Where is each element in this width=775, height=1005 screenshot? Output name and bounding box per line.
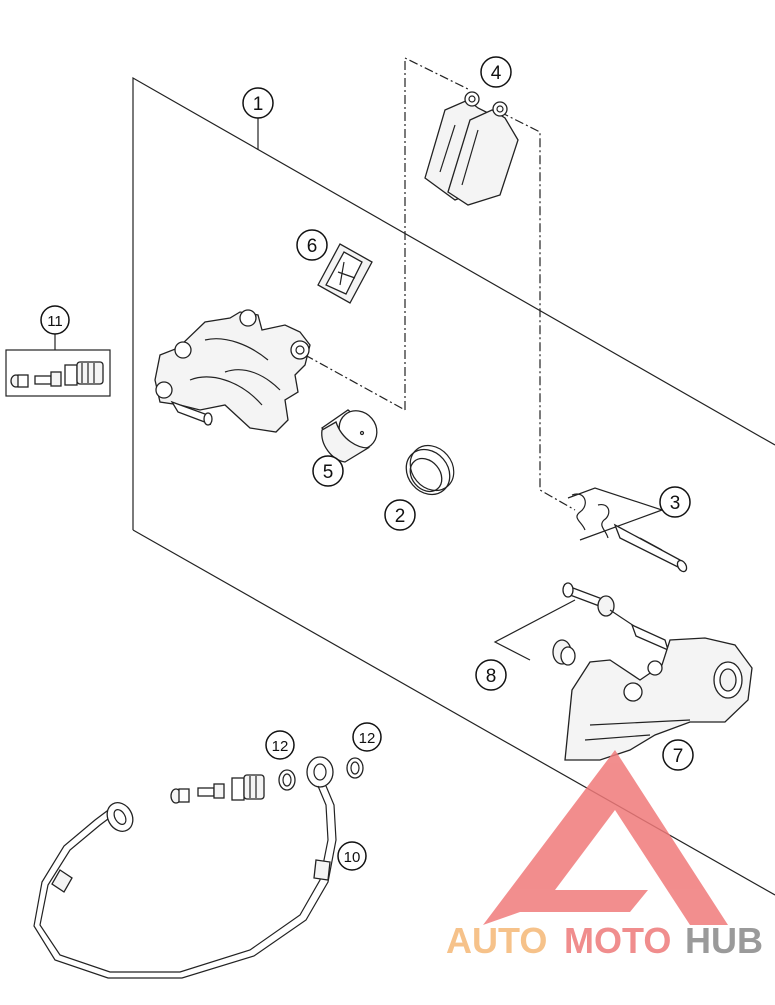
callout-7-label: 7 [673,746,684,767]
piston-seal-part [405,444,455,496]
watermark-text: AUTO MOTO HUB [446,920,763,961]
callout-12-left: 12 [265,730,295,760]
callout-3: 3 [659,486,691,518]
callout-11-label: 11 [47,313,63,330]
callout-8-label: 8 [486,666,497,687]
watermark-word-moto: MOTO [564,920,671,961]
watermark-word-auto: AUTO [446,920,547,961]
pad-spring-part [317,243,373,304]
callout-5: 5 [312,455,344,487]
caliper-assembly-frame [132,76,775,896]
callout-1-label: 1 [253,94,264,115]
pad-pin-and-clips-part [567,487,688,573]
callout-2: 2 [384,499,416,531]
callout-1: 1 [242,87,274,119]
brake-pad-assembly-lines [304,57,576,511]
callout-8: 8 [475,659,507,691]
brake-pads-part [424,91,519,206]
callout-6-label: 6 [307,236,318,257]
callout-5-label: 5 [323,462,334,483]
watermark-word-hub: HUB [685,920,763,961]
callout-12-right: 12 [352,722,382,752]
watermark-logo [483,750,728,925]
sliding-pin-set-part [493,582,670,666]
bleed-screw-kit-part [5,333,111,397]
callout-10-label: 10 [344,849,361,866]
brake-hose-part [33,756,337,979]
callout-7: 7 [662,739,694,771]
watermark-triangle-inner-icon [585,845,640,885]
callout-11: 11 [40,305,70,335]
caliper-bracket-part [564,637,753,761]
callout-12-right-label: 12 [359,730,376,747]
callout-3-label: 3 [670,493,681,514]
brake-caliper-body [154,309,311,433]
callout-2-label: 2 [395,506,406,527]
callout-10: 10 [337,841,367,871]
callout-4-label: 4 [491,63,502,84]
piston-part [321,409,378,463]
banjo-bolt-fittings [170,757,364,804]
callout-12-left-label: 12 [272,738,289,755]
callout-6: 6 [296,229,328,261]
watermark-triangle-icon [483,750,728,925]
callout-4: 4 [480,56,512,88]
